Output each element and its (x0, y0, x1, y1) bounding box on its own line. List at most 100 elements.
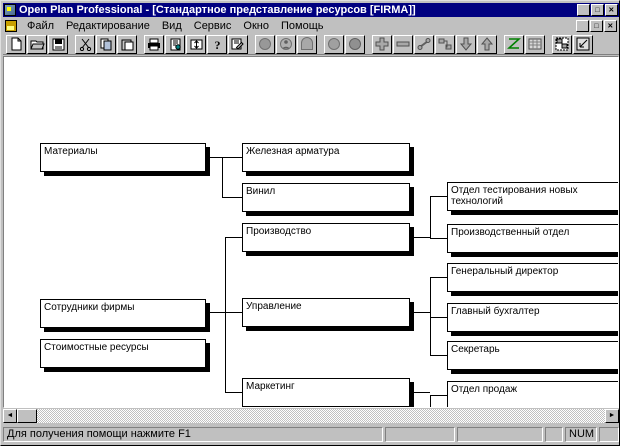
copy-icon[interactable] (96, 34, 116, 54)
diagram-node-label: Маркетинг (246, 381, 295, 392)
maximize-button[interactable]: □ (591, 4, 604, 16)
connector-line (225, 237, 242, 238)
maximize-glyph: □ (595, 5, 600, 14)
table-icon[interactable] (525, 34, 545, 54)
close-button[interactable]: ✕ (605, 4, 618, 16)
connector-line (225, 392, 242, 393)
connector-line (222, 157, 223, 198)
menu-item-help[interactable]: Помощь (280, 19, 324, 32)
connector-line (206, 312, 225, 313)
window-controls: _ □ ✕ (577, 4, 618, 17)
scrollbar-track[interactable] (17, 408, 605, 423)
paste-icon[interactable] (117, 34, 137, 54)
diagram-node-label: Генеральный директор (451, 266, 559, 277)
diagram-node-label: Сотрудники фирмы (44, 302, 135, 313)
connector-line (410, 312, 430, 313)
diagram-node-otdel-prodaj[interactable]: Отдел продаж (447, 381, 618, 407)
menu-bar: Файл Редактирование Вид Сервис Окно Помо… (3, 18, 619, 33)
status-panel-6 (599, 427, 619, 442)
move-down-icon[interactable] (456, 34, 476, 54)
minimize-button[interactable]: _ (577, 4, 590, 17)
save-icon[interactable] (48, 34, 68, 54)
scroll-left-arrow-icon[interactable]: ◄ (3, 408, 17, 423)
connector-line (430, 196, 431, 238)
scrollbar-thumb[interactable] (17, 408, 37, 423)
connector-line (222, 157, 242, 158)
resource-grey-icon[interactable] (324, 34, 344, 54)
mdi-close-glyph: ✕ (607, 21, 614, 30)
diagram-node-gl-buhgalter[interactable]: Главный бухгалтер (447, 303, 618, 332)
mdi-restore-glyph: _ (580, 24, 585, 33)
connector-line (430, 277, 431, 355)
diagram-node-materialy[interactable]: Материалы (40, 143, 206, 172)
layout-icon[interactable] (552, 34, 572, 54)
diagram-node-proizv-otdel[interactable]: Производственный отдел (447, 224, 618, 253)
diagram-node-label: Секретарь (451, 344, 500, 355)
menu-item-file[interactable]: Файл (27, 19, 55, 32)
status-bar: Для получения помощи нажмите F1 NUM (3, 426, 619, 443)
diagram-node-label: Производственный отдел (451, 227, 570, 238)
sort-icon[interactable] (186, 34, 206, 54)
connector-line (430, 196, 447, 197)
mdi-child-controls: _ □ ✕ (576, 19, 617, 33)
status-num-indicator: NUM (565, 427, 597, 442)
diagram-node-stoimost[interactable]: Стоимостные ресурсы (40, 339, 206, 368)
add-icon[interactable] (372, 34, 392, 54)
connector-line (225, 312, 242, 313)
title-bar[interactable]: Open Plan Professional - [Стандартное пр… (3, 3, 619, 17)
diagram-node-gen-director[interactable]: Генеральный директор (447, 263, 618, 292)
minimize-glyph: _ (581, 8, 586, 17)
menu-item-edit[interactable]: Редактирование (66, 19, 150, 32)
diagram-node-vinil[interactable]: Винил (242, 183, 410, 212)
remove-icon[interactable] (393, 34, 413, 54)
new-icon[interactable] (6, 34, 26, 54)
diagram-node-label: Винил (246, 186, 276, 197)
open-plan-icon (4, 4, 16, 16)
connector-line (430, 238, 447, 239)
diagram-node-proizvodstvo[interactable]: Производство (242, 223, 410, 252)
mdi-restore-button[interactable]: _ (576, 19, 589, 33)
diagram-node-armatura[interactable]: Железная арматура (242, 143, 410, 172)
menu-item-tools[interactable]: Сервис (193, 19, 232, 32)
horizontal-scrollbar[interactable]: ◄ ► (3, 408, 619, 423)
open-icon[interactable] (27, 34, 47, 54)
connector-line (222, 197, 242, 198)
zigzag-icon[interactable] (504, 34, 524, 54)
mdi-maximize-button[interactable]: □ (590, 19, 603, 32)
print-preview-icon[interactable] (165, 34, 185, 54)
menu-item-window[interactable]: Окно (243, 19, 269, 32)
diagram-node-label: Производство (246, 226, 312, 237)
move-up-icon[interactable] (477, 34, 497, 54)
diagram-node-sekretar[interactable]: Секретарь (447, 341, 618, 370)
connector-line (225, 237, 226, 392)
diagram-node-sotrudniki[interactable]: Сотрудники фирмы (40, 299, 206, 328)
resource-person-icon[interactable] (276, 34, 296, 54)
print-icon[interactable] (144, 34, 164, 54)
connector-line (430, 395, 447, 396)
connector-line (410, 237, 430, 238)
resource-circle-icon[interactable] (255, 34, 275, 54)
diagram-node-otdel-test[interactable]: Отдел тестирования новых технологий (447, 182, 618, 211)
close-glyph: ✕ (608, 5, 615, 14)
diagram-node-label: Стоимостные ресурсы (44, 342, 149, 353)
fit-window-icon[interactable] (573, 34, 593, 54)
diagram-node-upravlenie[interactable]: Управление (242, 298, 410, 327)
link-icon[interactable] (414, 34, 434, 54)
menu-item-view[interactable]: Вид (161, 19, 182, 32)
resource-dark-icon[interactable] (345, 34, 365, 54)
cut-icon[interactable] (75, 34, 95, 54)
mdi-close-button[interactable]: ✕ (604, 19, 617, 32)
diagram-node-marketing[interactable]: Маркетинг (242, 378, 410, 407)
diagram-node-label: Главный бухгалтер (451, 306, 540, 317)
hierarchy-icon[interactable] (435, 34, 455, 54)
help-icon[interactable]: ? (207, 34, 227, 54)
scroll-right-arrow-icon[interactable]: ► (605, 408, 619, 423)
diagram-node-label: Железная арматура (246, 146, 340, 157)
document-icon[interactable] (5, 19, 17, 32)
whats-this-icon[interactable] (228, 34, 248, 54)
resource-pool-icon[interactable] (297, 34, 317, 54)
diagram-node-label: Управление (246, 301, 302, 312)
status-panel-3 (457, 427, 543, 442)
